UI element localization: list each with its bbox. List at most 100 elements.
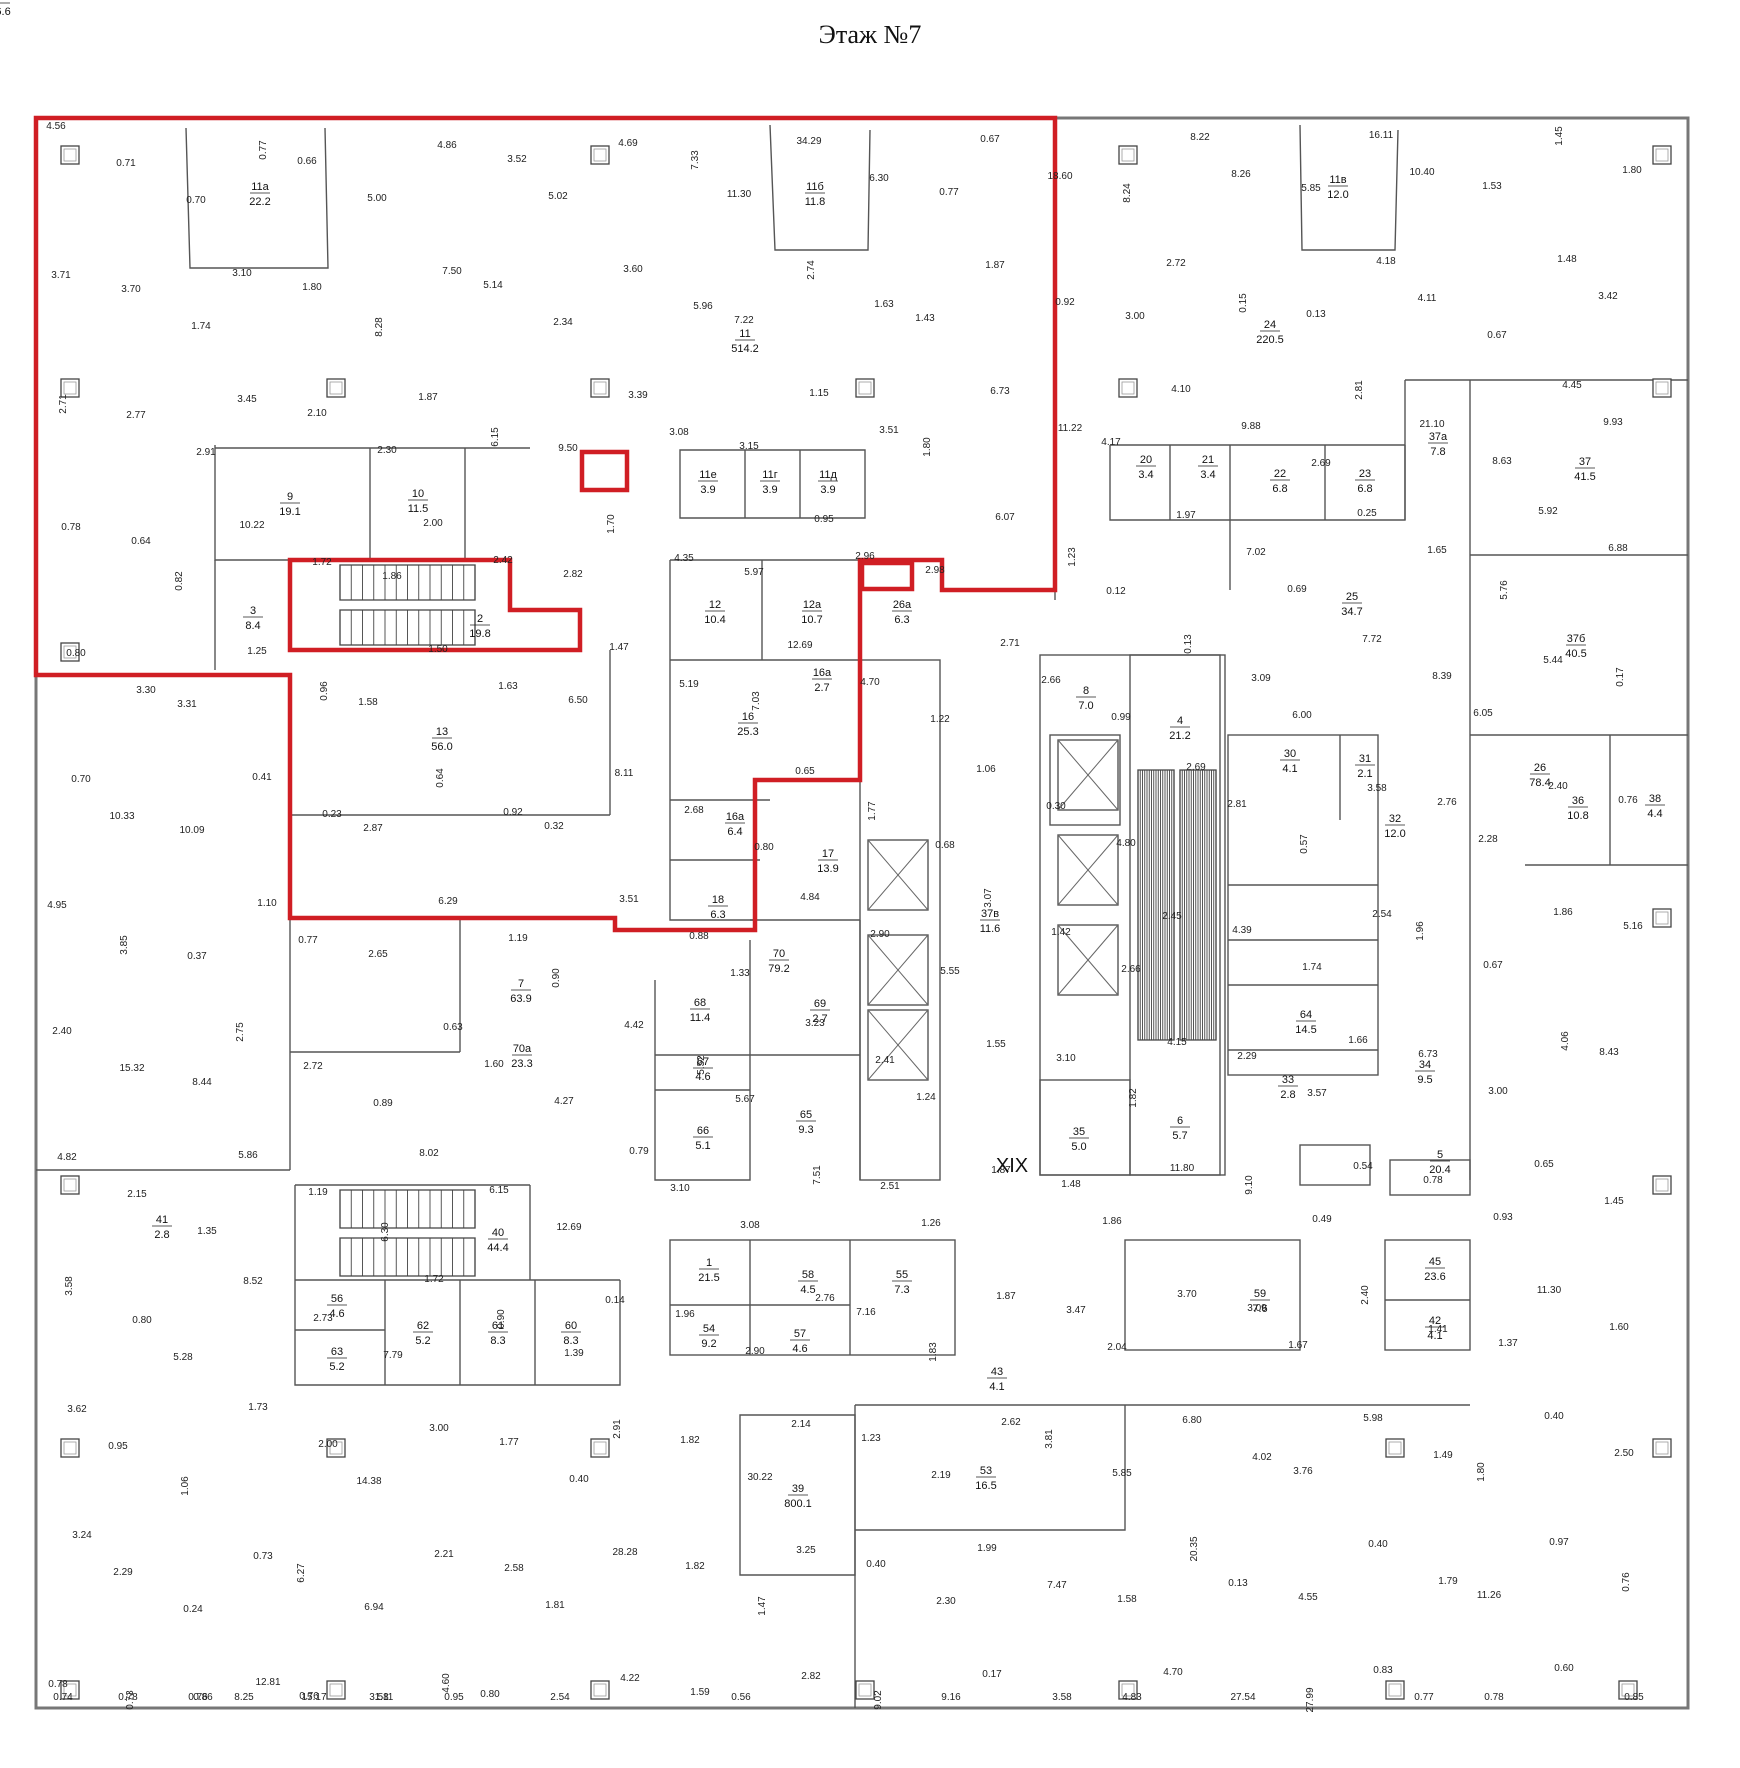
dimension-label: 6.30 bbox=[869, 173, 889, 184]
dimension-label: 8.39 bbox=[1432, 671, 1452, 682]
room-area: 23.3 bbox=[511, 1058, 532, 1070]
dimension-label: 1.82 bbox=[1128, 1088, 1139, 1108]
dimension-label: 8.22 bbox=[1190, 132, 1210, 143]
room-number: 9 bbox=[287, 491, 293, 503]
room-number: 5 bbox=[1437, 1149, 1443, 1161]
room-area: 8.3 bbox=[563, 1335, 578, 1347]
dimension-label: 9.93 bbox=[1603, 417, 1623, 428]
dimension-label: 7.79 bbox=[383, 1350, 403, 1361]
dimension-label: 2.30 bbox=[377, 445, 397, 456]
room-area: 23.6 bbox=[1424, 1271, 1445, 1283]
dimension-label: 1.41 bbox=[1428, 1324, 1448, 1335]
room-number: 21 bbox=[1202, 454, 1214, 466]
dimension-label: 0.23 bbox=[322, 809, 342, 820]
dimension-label: 4.60 bbox=[441, 1673, 452, 1693]
room-area: 41.5 bbox=[1574, 471, 1595, 483]
dimension-label: 0.68 bbox=[935, 840, 955, 851]
room-number: 11е bbox=[699, 469, 717, 481]
room-number: 23 bbox=[1359, 468, 1371, 480]
dimension-label: 4.10 bbox=[1171, 384, 1191, 395]
dimension-label: 1.33 bbox=[730, 968, 750, 979]
dimension-label: 1.24 bbox=[916, 1092, 936, 1103]
dimension-label: 5.92 bbox=[1538, 506, 1558, 517]
dimension-label: 8.24 bbox=[1122, 183, 1133, 203]
dimension-label: 1.48 bbox=[1061, 1179, 1081, 1190]
dimension-label: 3.47 bbox=[1066, 1305, 1086, 1316]
dimension-label: 3.10 bbox=[670, 1183, 690, 1194]
dimension-label: 1.70 bbox=[606, 514, 617, 534]
dimension-label: 1.37 bbox=[1498, 1338, 1518, 1349]
room-number: 43 bbox=[991, 1366, 1003, 1378]
room-number: 3 bbox=[250, 605, 256, 617]
room-number: 55 bbox=[896, 1269, 908, 1281]
dimension-label: 1.49 bbox=[1433, 1450, 1453, 1461]
room-area: 19.1 bbox=[279, 506, 300, 518]
dimension-label: 11.26 bbox=[1477, 1590, 1502, 1601]
room-number: 11д bbox=[819, 469, 837, 481]
room-area: 3.4 bbox=[1138, 469, 1153, 481]
dimension-label: 3.09 bbox=[1251, 673, 1271, 684]
room-number: 70 bbox=[773, 948, 785, 960]
dimension-label: 9.10 bbox=[1244, 1175, 1255, 1195]
dimension-label: 0.65 bbox=[795, 766, 815, 777]
room-label: 203.4 bbox=[1136, 454, 1156, 481]
dimension-label: 4.55 bbox=[1298, 1592, 1318, 1603]
dimension-label: 1.53 bbox=[1482, 181, 1502, 192]
dimension-label: 5.19 bbox=[679, 679, 699, 690]
dimension-label: 5.85 bbox=[1112, 1468, 1132, 1479]
dimension-label: 15.32 bbox=[119, 1063, 144, 1074]
dimension-label: 2.87 bbox=[363, 823, 383, 834]
dimension-label: 0.93 bbox=[1493, 1212, 1513, 1223]
elevator-shaft bbox=[867, 839, 929, 911]
dimension-label: 0.24 bbox=[183, 1604, 203, 1615]
room-area: 40.5 bbox=[1565, 648, 1586, 660]
room-labels: 11а22.211б11.811514.2919.11011.538.4219.… bbox=[0, 0, 1665, 1510]
room-area: 6.3 bbox=[710, 909, 725, 921]
dimension-label: 0.77 bbox=[1414, 1692, 1434, 1703]
structural-column bbox=[1652, 1438, 1672, 1458]
dimension-label: 2.40 bbox=[1360, 1285, 1371, 1305]
dimension-label: 2.41 bbox=[875, 1055, 895, 1066]
dimension-label: 2.69 bbox=[1186, 762, 1206, 773]
dimension-label: 14.38 bbox=[356, 1476, 381, 1487]
dimension-label: 3.39 bbox=[628, 390, 648, 401]
room-number: 26а bbox=[893, 599, 912, 611]
dimension-label: 0.99 bbox=[1111, 712, 1131, 723]
room-number: 41 bbox=[156, 1214, 168, 1226]
dimension-label: 27.99 bbox=[1305, 1687, 1316, 1712]
structural-column bbox=[1652, 1175, 1672, 1195]
dimension-label: 0.71 bbox=[116, 158, 136, 169]
dimension-label: 0.37 bbox=[187, 951, 207, 962]
dimension-label: 0.88 bbox=[689, 931, 709, 942]
room-area: 5.0 bbox=[1071, 1141, 1086, 1153]
room-area: 9.2 bbox=[701, 1338, 716, 1350]
dimension-label: 0.74 bbox=[53, 1692, 73, 1703]
dimension-label: 2.15 bbox=[127, 1189, 147, 1200]
dimension-label: 4.15 bbox=[1167, 1037, 1187, 1048]
dimension-label: 4.35 bbox=[674, 553, 694, 564]
dimension-label: 1.59 bbox=[690, 1687, 710, 1698]
room-number: 33 bbox=[1282, 1074, 1294, 1086]
dimension-label: 1.22 bbox=[930, 714, 950, 725]
dimension-label: 2.91 bbox=[196, 447, 216, 458]
dimension-label: 2.96 bbox=[855, 551, 875, 562]
dimension-label: 3.58 bbox=[64, 1276, 75, 1296]
outer-walls bbox=[34, 116, 1690, 1710]
room-label: 219.8 bbox=[469, 613, 490, 640]
dimension-label: 1.99 bbox=[977, 1543, 997, 1554]
dimension-label: 1.97 bbox=[1176, 510, 1196, 521]
dimension-label: 4.95 bbox=[47, 900, 67, 911]
dimension-label: 1.26 bbox=[921, 1218, 941, 1229]
room-label: 665.1 bbox=[693, 1125, 713, 1152]
room-number: 32 bbox=[1389, 813, 1401, 825]
room-area: 56.0 bbox=[431, 741, 452, 753]
dimension-label: 1.86 bbox=[1553, 907, 1573, 918]
